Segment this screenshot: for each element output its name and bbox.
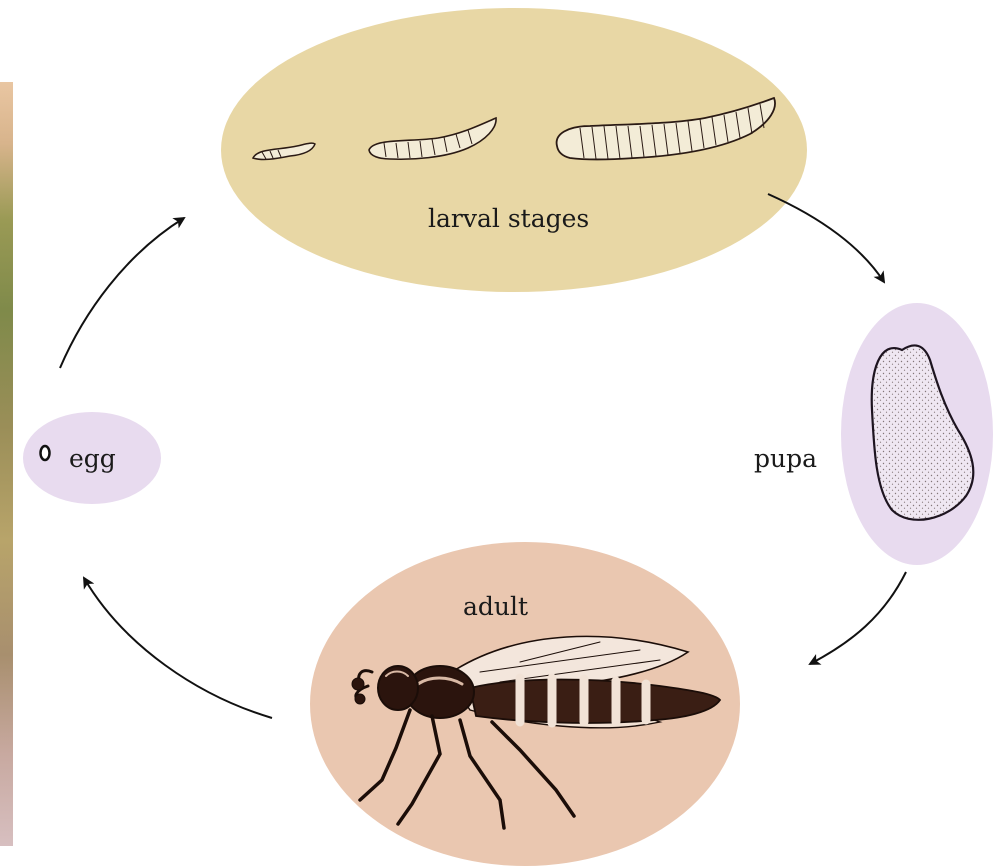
arrow-adult-to-egg <box>84 578 272 718</box>
arrow-egg-to-larva <box>60 218 184 368</box>
egg-drawing <box>41 446 50 460</box>
egg-label: egg <box>69 444 116 473</box>
arrow-pupa-to-adult <box>810 572 906 664</box>
pupa-label: pupa <box>754 444 817 473</box>
larval-stages-label: larval stages <box>428 204 589 233</box>
arrow-larva-to-pupa <box>768 194 884 282</box>
adult-label: adult <box>463 592 528 621</box>
